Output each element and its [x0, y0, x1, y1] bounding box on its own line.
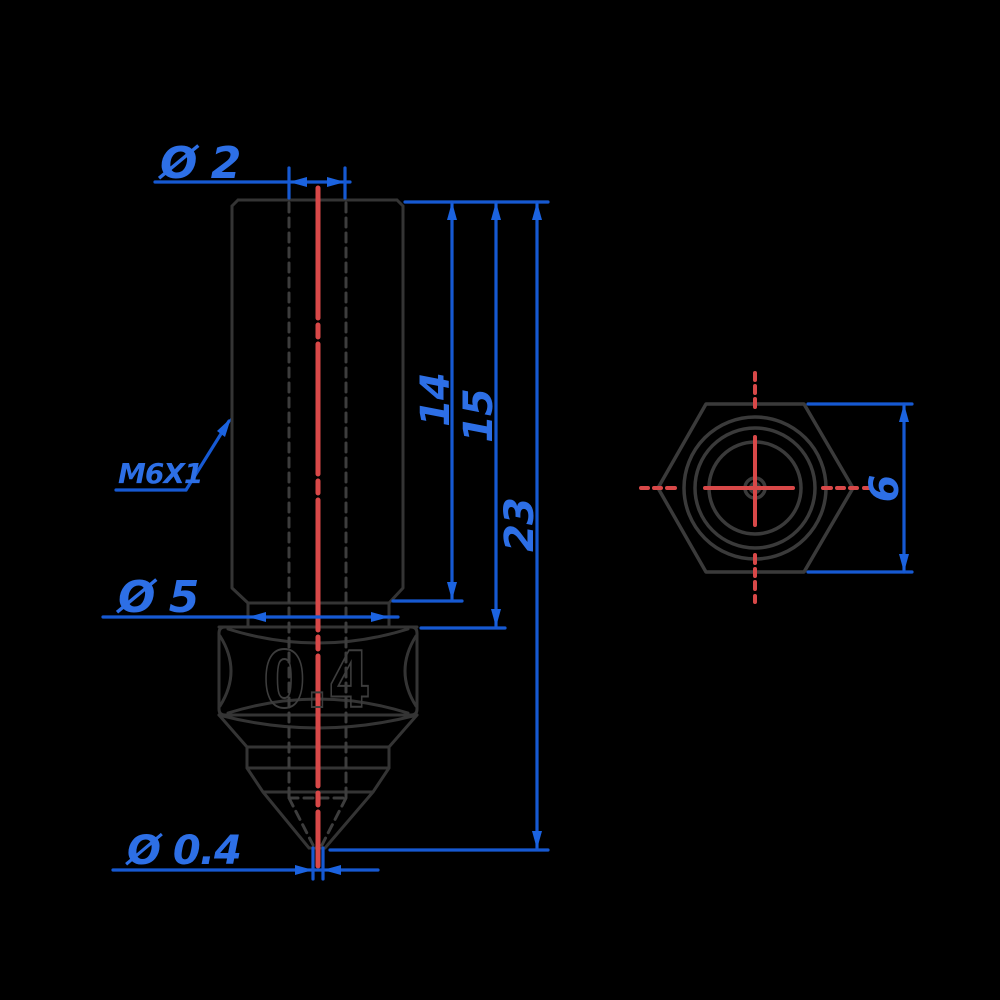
- dimension-arrow: [447, 202, 457, 220]
- label-shoulder-diameter: Ø 5: [115, 572, 198, 623]
- dimension-arrow: [899, 404, 909, 422]
- dimension-arrow: [491, 609, 501, 627]
- dimension-arrow: [323, 865, 341, 875]
- dim-lengths: 14 15 23: [328, 200, 550, 852]
- dim-bore-diameter: Ø 2: [153, 138, 352, 200]
- dimension-arrow: [289, 177, 307, 187]
- label-orifice-diameter: Ø 0.4: [125, 828, 241, 874]
- leader-thread-spec: M6X1: [114, 418, 231, 492]
- label-bore-diameter: Ø 2: [157, 138, 240, 189]
- dimension-arrow: [491, 202, 501, 220]
- dim-shoulder-diameter: Ø 5: [101, 572, 400, 623]
- dimension-arrow: [371, 612, 389, 622]
- end-view: [639, 371, 871, 605]
- dimension-arrow: [248, 612, 266, 622]
- label-thread-length: 14: [413, 373, 459, 427]
- dimension-arrow: [447, 582, 457, 600]
- leader-arrow: [217, 418, 231, 437]
- dim-hex-across-flats: 6: [806, 402, 914, 574]
- label-length-to-hex: 15: [456, 389, 502, 443]
- side-view: 0.4: [217, 185, 419, 869]
- label-overall-length: 23: [497, 498, 543, 552]
- dimension-arrow: [532, 831, 542, 849]
- nozzle-size-engraving: 0.4: [263, 636, 371, 726]
- dimension-arrow: [327, 177, 345, 187]
- label-thread-spec: M6X1: [118, 457, 202, 490]
- dimension-arrow: [532, 202, 542, 220]
- dimension-arrow: [899, 554, 909, 572]
- dim-orifice-diameter: Ø 0.4: [111, 828, 380, 881]
- thread-major-circle: [693, 426, 817, 550]
- label-hex-across-flats: 6: [862, 475, 908, 502]
- dimension-arrow: [295, 865, 313, 875]
